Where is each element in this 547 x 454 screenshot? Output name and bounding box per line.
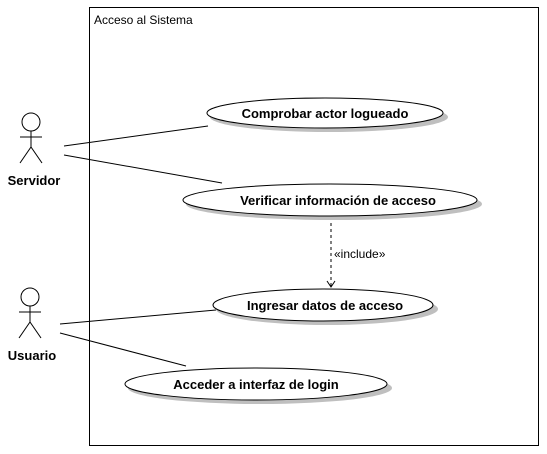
actor-servidor[interactable]: Servidor bbox=[8, 112, 61, 188]
include-stereotype-label: «include» bbox=[334, 247, 386, 261]
use-case-ellipse bbox=[206, 97, 444, 129]
use-case-verificar-info-label: Verificar información de acceso bbox=[240, 193, 436, 208]
use-case-comprobar-actor[interactable]: Comprobar actor logueado bbox=[206, 97, 448, 132]
use-case-ingresar-datos-label: Ingresar datos de acceso bbox=[247, 298, 403, 313]
actor-figure-icon bbox=[19, 112, 43, 164]
actor-figure-icon bbox=[18, 287, 42, 339]
association-usuario-ingresar bbox=[59, 309, 217, 325]
system-boundary-title: Acceso al Sistema bbox=[94, 13, 193, 27]
include-dependency: «include» bbox=[326, 217, 386, 288]
use-case-comprobar-actor-label: Comprobar actor logueado bbox=[242, 106, 409, 121]
association-servidor-comprobar bbox=[63, 125, 209, 147]
use-case-verificar-info[interactable]: Verificar información de acceso bbox=[182, 183, 482, 220]
association-servidor-verificar bbox=[63, 154, 223, 184]
associations bbox=[59, 125, 223, 367]
use-case-acceder-login[interactable]: Acceder a interfaz de login bbox=[124, 367, 392, 404]
actor-servidor-label: Servidor bbox=[8, 173, 61, 188]
use-case-ellipse bbox=[212, 288, 434, 322]
use-case-acceder-login-label: Acceder a interfaz de login bbox=[173, 377, 338, 392]
actor-usuario[interactable]: Usuario bbox=[8, 287, 56, 363]
actor-usuario-label: Usuario bbox=[8, 348, 56, 363]
use-case-ingresar-datos[interactable]: Ingresar datos de acceso bbox=[212, 288, 438, 325]
use-case-ellipse bbox=[124, 367, 388, 401]
association-usuario-acceder bbox=[59, 332, 187, 367]
use-case-ellipse bbox=[182, 183, 478, 217]
